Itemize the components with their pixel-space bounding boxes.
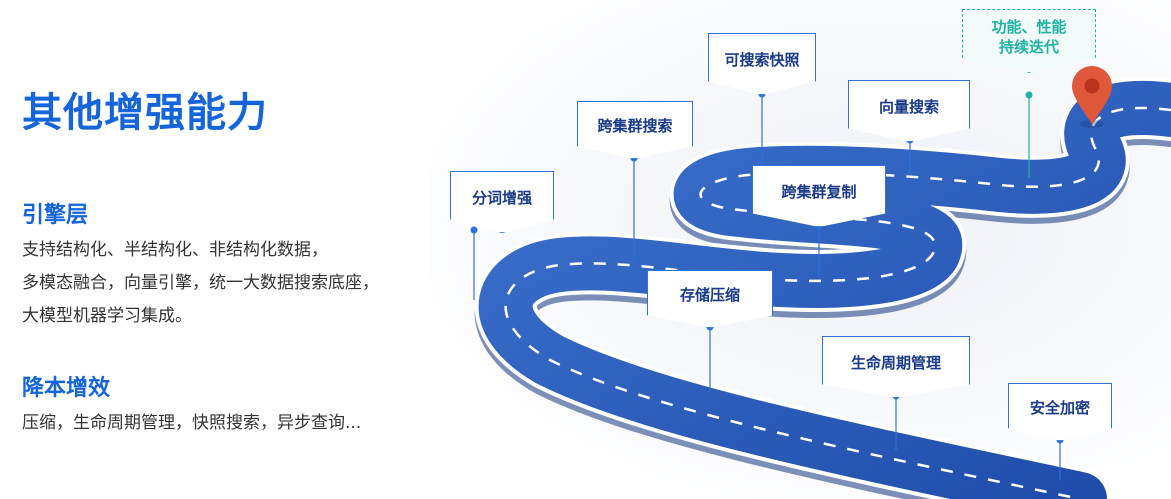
label-security: 安全加密 <box>1008 383 1112 441</box>
future-line-1: 功能、性能 <box>991 17 1067 36</box>
future-line-2: 持续迭代 <box>998 38 1059 56</box>
label-cross-cluster-copy: 跨集群复制 <box>752 165 886 227</box>
section-engine-line-2: 多模态融合，向量引擎，统一大数据搜索底座， <box>22 273 379 293</box>
label-cross-cluster-search: 跨集群搜索 <box>577 101 693 159</box>
label-searchable-snapshot: 可搜索快照 <box>708 33 816 95</box>
label-future-iteration: 功能、性能 持续迭代 <box>962 9 1096 73</box>
section-heading-cost: 降本增效 <box>22 376 111 401</box>
label-lifecycle: 生命周期管理 <box>822 336 970 398</box>
section-engine-line-1: 支持结构化、半结构化、非结构化数据， <box>22 240 328 260</box>
label-storage-compress: 存储压缩 <box>647 270 773 328</box>
location-pin-icon <box>1072 66 1112 128</box>
section-heading-engine: 引擎层 <box>22 203 89 228</box>
label-vector-search: 向量搜索 <box>848 80 970 142</box>
road <box>474 76 1171 499</box>
label-fenci: 分词增强 <box>450 171 554 233</box>
section-cost-line-1: 压缩，生命周期管理，快照搜索，异步查询... <box>22 413 362 433</box>
page-title: 其他增强能力 <box>22 90 268 136</box>
section-engine-line-3: 大模型机器学习集成。 <box>22 306 192 326</box>
